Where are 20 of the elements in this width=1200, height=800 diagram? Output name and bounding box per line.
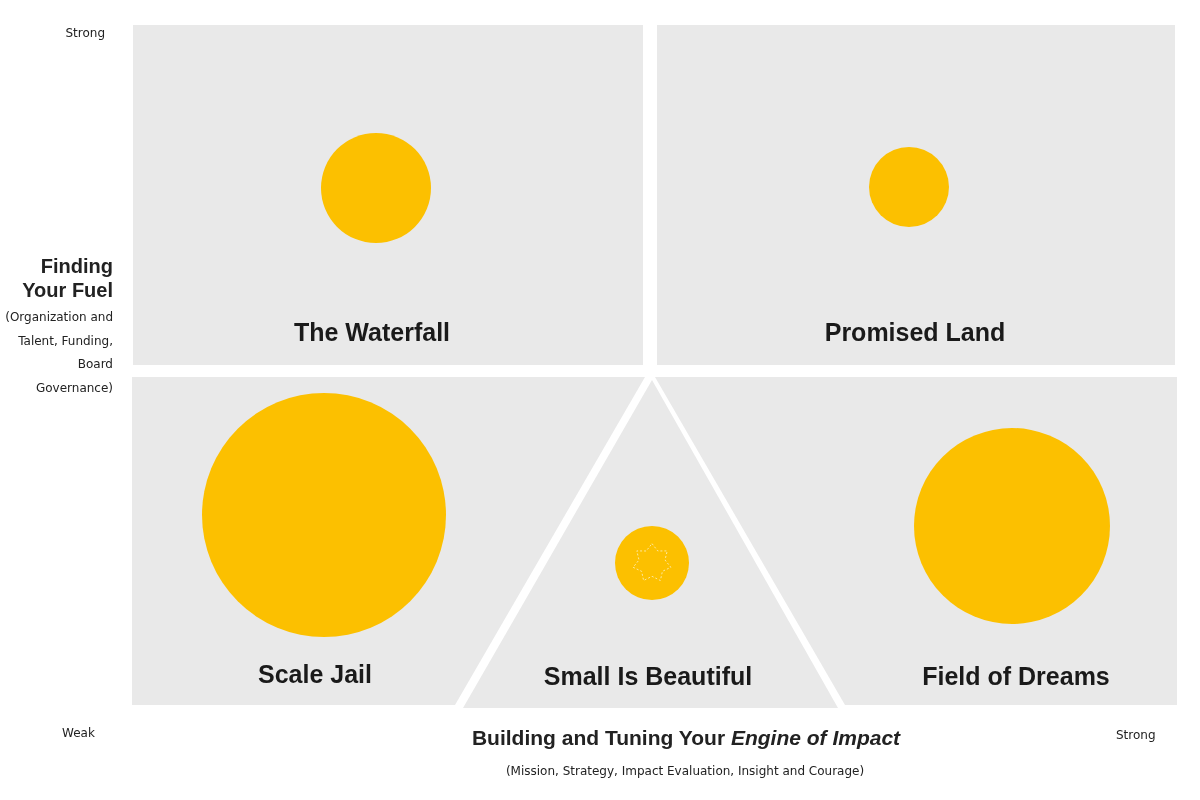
circle-marker (914, 428, 1110, 624)
panel-title: The Waterfall (294, 318, 450, 347)
axis-end-label: Weak (62, 726, 95, 740)
quadrant-panel (657, 25, 1175, 365)
panel-title: Small Is Beautiful (543, 662, 753, 691)
axis-title: Finding Your Fuel (21, 254, 113, 302)
axis-title: Building and Tuning Your Engine of Impact (471, 726, 901, 750)
panel-title: Promised Land (824, 318, 1006, 347)
axis-subtitle: (Mission, Strategy, Impact Evaluation, Insight and Courage) (505, 764, 865, 778)
circle-marker (869, 147, 949, 227)
panel-title: Scale Jail (258, 660, 372, 689)
quadrant-panel (463, 380, 838, 708)
circle-marker (615, 526, 689, 600)
quadrant-panel (133, 25, 643, 365)
axis-end-label: Strong (65, 26, 105, 40)
circle-marker (321, 133, 431, 243)
axis-subtitle: (Organization and Talent, Funding, Board Governance) (4, 309, 113, 397)
panel-title: Field of Dreams (922, 662, 1110, 691)
axis-end-label: Strong (1116, 728, 1156, 742)
circle-marker (202, 393, 446, 637)
